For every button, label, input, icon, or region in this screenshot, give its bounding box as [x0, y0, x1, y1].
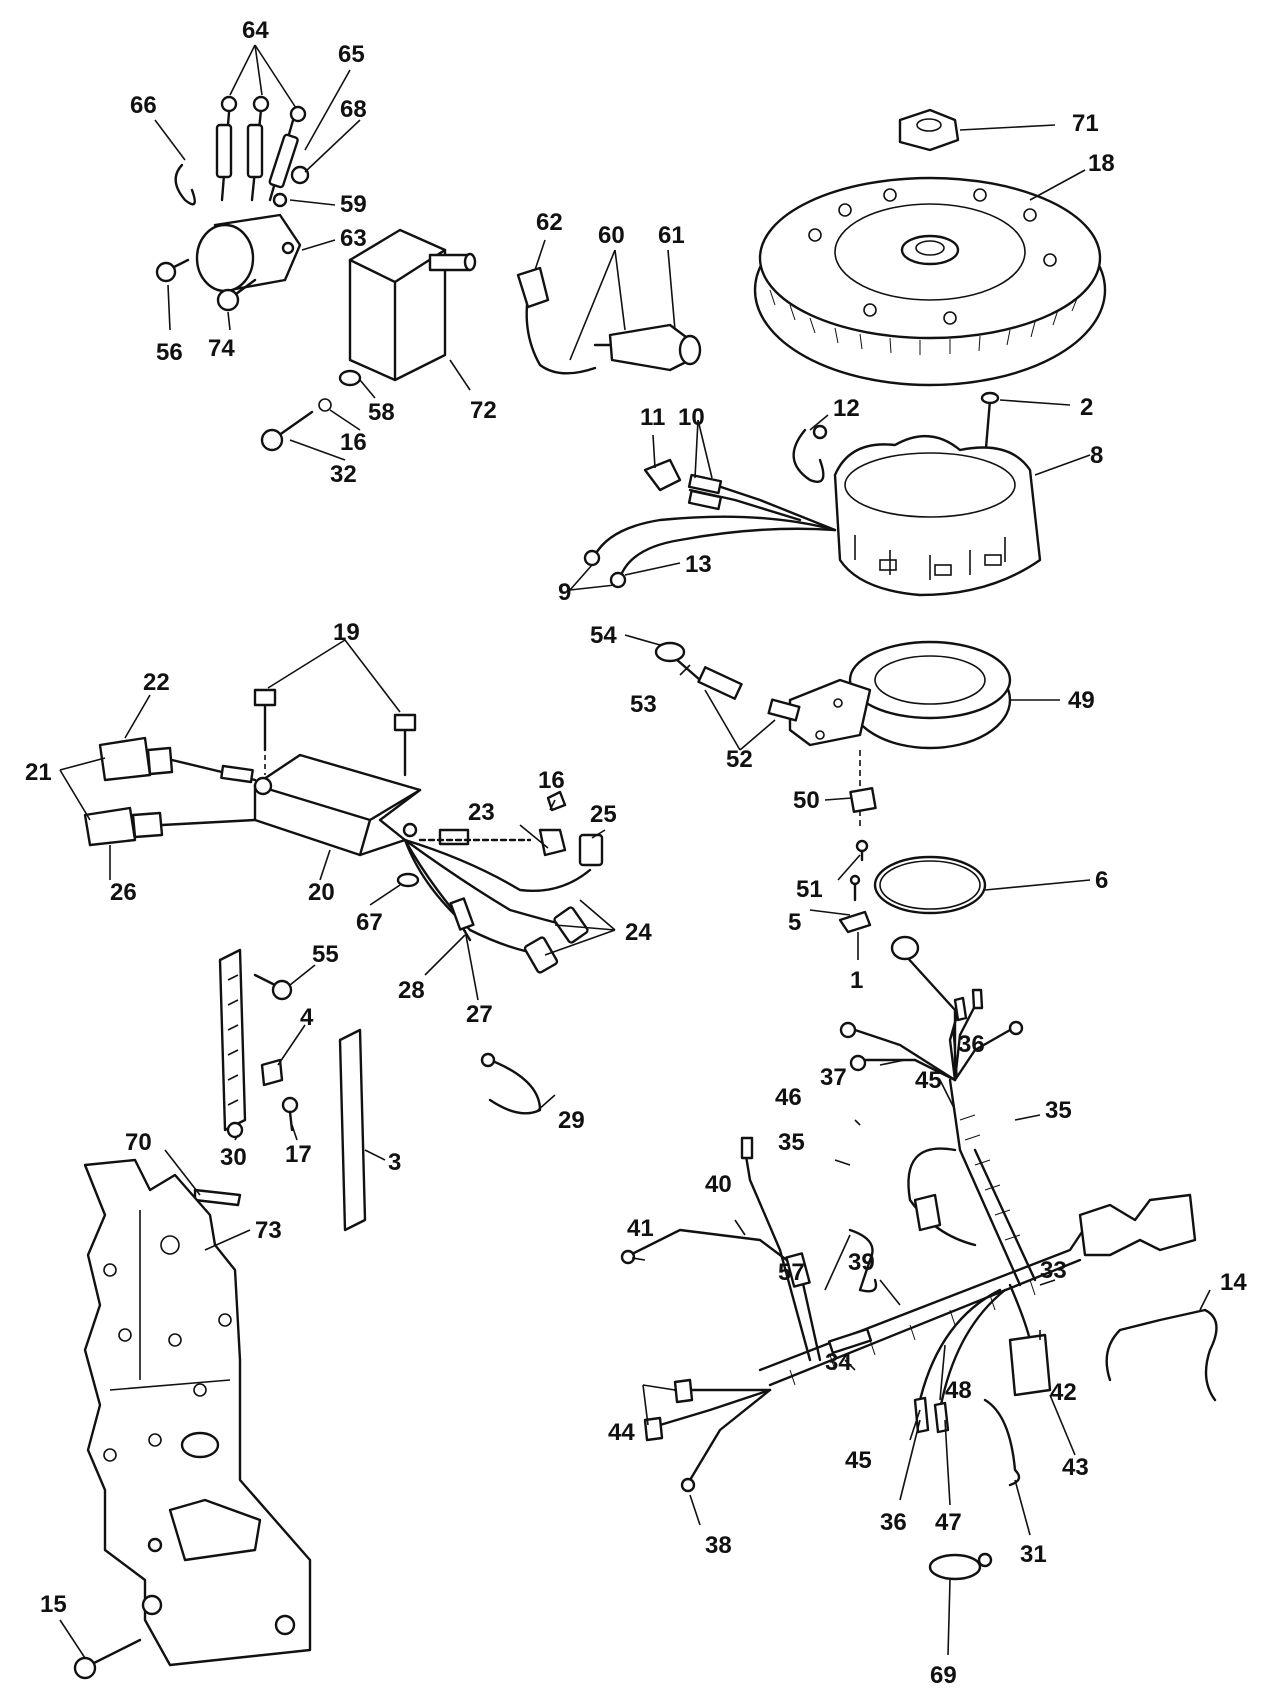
callout-12: 12: [833, 395, 860, 422]
callout-1: 1: [850, 967, 863, 994]
callout-45-lower: 45: [845, 1447, 872, 1474]
power-pack: [83, 688, 604, 974]
callout-21: 21: [25, 759, 52, 786]
callout-51: 51: [796, 876, 823, 903]
mounting-bracket: [73, 1158, 312, 1680]
callout-29: 29: [558, 1107, 585, 1134]
callout-10: 10: [678, 404, 705, 431]
callout-24: 24: [625, 919, 652, 946]
callout-73: 73: [255, 1217, 282, 1244]
callout-32: 32: [330, 461, 357, 488]
callout-54: 54: [590, 622, 617, 649]
flywheel-nut: [898, 108, 960, 152]
terminal-block: [193, 948, 542, 1232]
callout-3: 3: [388, 1149, 401, 1176]
callout-2: 2: [1080, 394, 1093, 421]
callout-40: 40: [705, 1171, 732, 1198]
callout-20: 20: [308, 879, 335, 906]
callout-35-lower: 35: [778, 1129, 805, 1156]
leader-lines: [59, 44, 1211, 1659]
callout-42: 42: [1050, 1379, 1077, 1406]
callout-68: 68: [340, 96, 367, 123]
callout-22: 22: [143, 669, 170, 696]
callout-65: 65: [338, 41, 365, 68]
timer-base-assembly: [654, 640, 1012, 934]
callout-62: 62: [536, 209, 563, 236]
callout-34: 34: [825, 1349, 852, 1376]
callout-35-upper: 35: [1045, 1097, 1072, 1124]
callout-67: 67: [356, 909, 383, 936]
callout-16-upper: 16: [340, 429, 367, 456]
callout-36-upper: 36: [958, 1031, 985, 1058]
flywheel: [753, 176, 1107, 387]
ignition-coil: [260, 228, 477, 452]
callout-60: 60: [598, 222, 625, 249]
callout-28: 28: [398, 977, 425, 1004]
callout-38: 38: [705, 1532, 732, 1559]
spark-plug-boots: [516, 266, 702, 375]
callout-18: 18: [1088, 150, 1115, 177]
callout-11: 11: [640, 404, 665, 431]
callout-69: 69: [930, 1662, 957, 1689]
callout-13: 13: [685, 551, 712, 578]
callout-47: 47: [935, 1509, 962, 1536]
callout-17: 17: [285, 1141, 312, 1168]
callout-33: 33: [1040, 1257, 1067, 1284]
callout-53: 53: [630, 691, 657, 718]
callout-26: 26: [110, 879, 137, 906]
callout-43: 43: [1062, 1454, 1089, 1481]
callout-52: 52: [726, 746, 753, 773]
callout-58: 58: [368, 399, 395, 426]
callout-4: 4: [300, 1004, 314, 1031]
callout-55: 55: [312, 941, 339, 968]
callout-14: 14: [1220, 1269, 1247, 1296]
callout-63: 63: [340, 225, 367, 252]
stator-assembly: [583, 391, 1042, 597]
callout-44: 44: [608, 1419, 635, 1446]
callout-37: 37: [820, 1064, 847, 1091]
callout-36-lower: 36: [880, 1509, 907, 1536]
callout-70: 70: [125, 1129, 152, 1156]
solenoid-assembly: [155, 95, 310, 312]
callout-50: 50: [793, 787, 820, 814]
callout-31: 31: [1020, 1541, 1047, 1568]
callout-39: 39: [848, 1249, 875, 1276]
callout-74: 74: [208, 335, 235, 362]
callout-59: 59: [340, 191, 367, 218]
callout-45-upper: 45: [915, 1067, 942, 1094]
callout-48: 48: [945, 1377, 972, 1404]
callout-56: 56: [156, 339, 183, 366]
callout-57: 57: [778, 1259, 805, 1286]
callout-30: 30: [220, 1144, 247, 1171]
callout-15: 15: [40, 1591, 67, 1618]
callout-19: 19: [333, 619, 360, 646]
callout-72: 72: [470, 397, 497, 424]
callout-5: 5: [788, 909, 801, 936]
callout-27: 27: [466, 1001, 493, 1028]
wiring-harness: [620, 935, 1218, 1581]
callout-9: 9: [558, 579, 571, 606]
callout-numbers: 64 65 66 68 59 63 56 74 62 60 61 71 18 5…: [25, 17, 1247, 1689]
callout-64: 64: [242, 17, 269, 44]
callout-25: 25: [590, 801, 617, 828]
callout-49: 49: [1068, 687, 1095, 714]
callout-41: 41: [627, 1215, 654, 1242]
callout-16-lower: 16: [538, 767, 565, 794]
callout-71: 71: [1072, 110, 1099, 137]
callout-61: 61: [658, 222, 685, 249]
callout-46: 46: [775, 1084, 802, 1111]
callout-6: 6: [1095, 867, 1108, 894]
callout-8: 8: [1090, 442, 1103, 469]
callout-23: 23: [468, 799, 495, 826]
callout-66: 66: [130, 92, 157, 119]
